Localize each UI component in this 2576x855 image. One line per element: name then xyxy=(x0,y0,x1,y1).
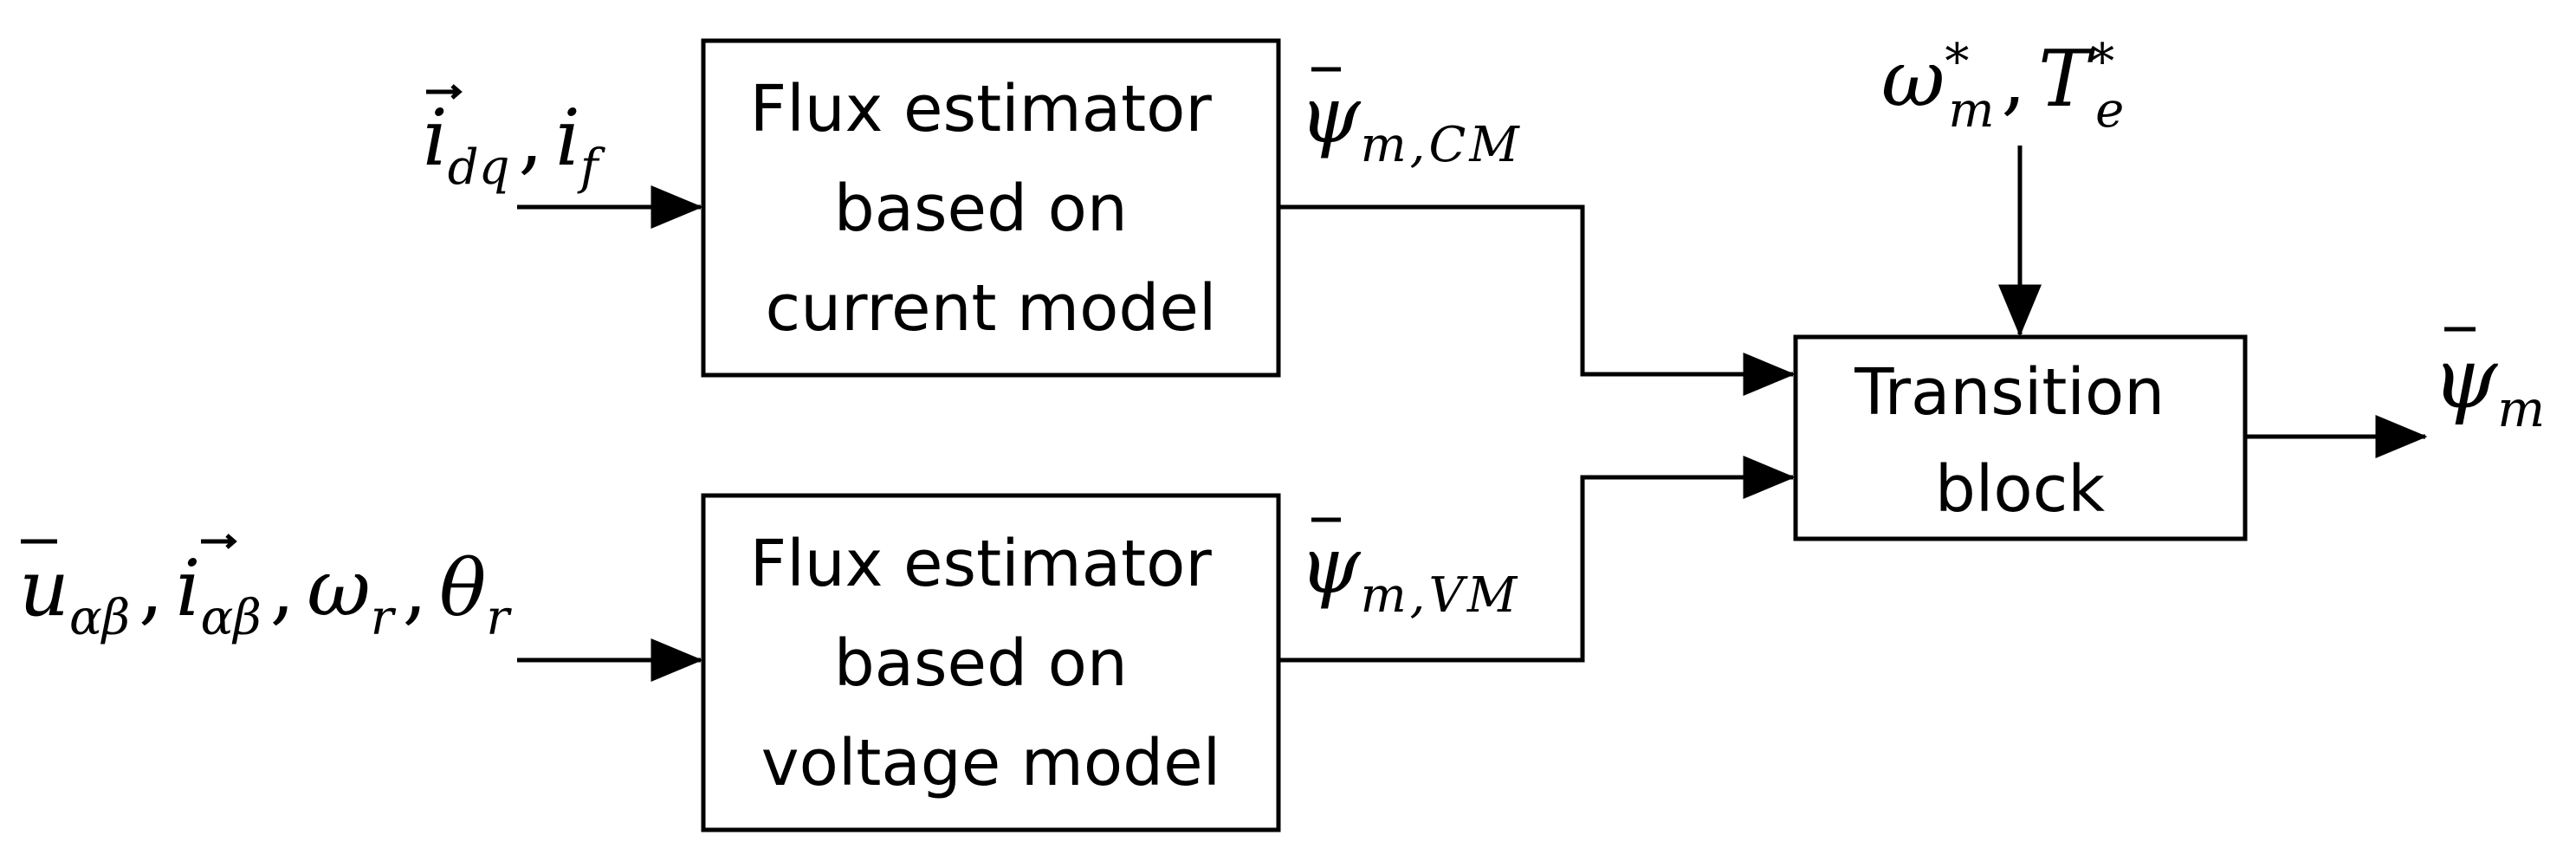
svg-text:Transition block: Transition block xyxy=(1854,355,2184,527)
block-current-model-frame xyxy=(701,38,1281,378)
block-current-model-line-1: Flux estimator xyxy=(750,72,1213,146)
block-voltage-model-line-3: voltage model xyxy=(761,726,1220,800)
block-current-model-line-3: current model xyxy=(766,271,1217,346)
psi-cm-symbol: ψ xyxy=(1299,70,1362,161)
svg-text:Flux estimator based on: Flux estimator based on voltage model xyxy=(750,527,1233,800)
input-current-separator: , xyxy=(519,93,544,184)
input-voltage-i-sub: αβ xyxy=(201,590,262,646)
input-current-var2-sub: f xyxy=(577,139,606,196)
svg-text:ψm,VM: ψm,VM xyxy=(1299,521,1520,624)
label-output-psi: ψm xyxy=(2432,327,2545,438)
reference-separator: , xyxy=(2002,34,2027,125)
input-current-var2: i xyxy=(555,93,580,184)
block-voltage-model: Flux estimator based on voltage model xyxy=(701,493,1281,832)
label-references: ω*m,T*e xyxy=(1881,34,2124,139)
reference-torque-sub: e xyxy=(2095,82,2124,139)
reference-omega: ω xyxy=(1881,34,1945,125)
input-voltage-u: u xyxy=(19,543,69,634)
input-voltage-sep-3: , xyxy=(403,543,428,634)
block-transition-frame xyxy=(1793,334,2248,541)
svg-text:ψm: ψm xyxy=(2432,330,2545,438)
svg-text:idq,if: idq,if xyxy=(423,93,606,196)
input-voltage-theta: θ xyxy=(439,543,486,634)
arrow-psi-vm xyxy=(1278,456,1796,663)
reference-torque-sup: * xyxy=(2090,34,2114,90)
block-voltage-model-frame xyxy=(701,493,1281,832)
input-voltage-theta-sub: r xyxy=(486,590,512,646)
connections xyxy=(517,146,2428,682)
reference-omega-sub: m xyxy=(1948,82,1994,139)
label-input-current: idq,if xyxy=(423,84,606,196)
input-current-var1: i xyxy=(423,93,448,184)
svg-text:uαβ,iαβ,ωr,θr: uαβ,iαβ,ωr,θr xyxy=(19,543,512,646)
block-transition-line-1: Transition xyxy=(1854,355,2165,430)
label-input-voltage: uαβ,iαβ,ωr,θr xyxy=(19,534,512,646)
input-voltage-sep-2: , xyxy=(270,543,295,634)
block-transition-line-2: block xyxy=(1935,452,2105,527)
output-psi-subscript: m xyxy=(2497,379,2545,438)
psi-cm-subscript: m,CM xyxy=(1361,117,1523,173)
input-current-var1-sub: dq xyxy=(448,139,510,196)
reference-torque: T xyxy=(2038,34,2095,125)
input-current-vector-mark xyxy=(426,84,463,100)
label-psi-cm: ψm,CM xyxy=(1299,67,1523,173)
input-voltage-omega-sub: r xyxy=(371,590,397,646)
block-transition: Transition block xyxy=(1793,334,2248,541)
reference-omega-sup: * xyxy=(1945,34,1969,90)
label-psi-vm: ψm,VM xyxy=(1299,517,1520,624)
input-voltage-sep-1: , xyxy=(139,543,164,634)
block-voltage-model-line-2: based on xyxy=(834,626,1128,701)
psi-vm-subscript: m,VM xyxy=(1361,567,1521,624)
input-voltage-i-vector-mark xyxy=(201,534,237,549)
block-current-model-line-2: based on xyxy=(834,172,1128,246)
input-voltage-omega: ω xyxy=(307,543,370,634)
input-voltage-u-sub: αβ xyxy=(69,590,130,646)
block-current-model: Flux estimator based on current model xyxy=(701,38,1281,378)
svg-text:Flux estimator based on: Flux estimator based on current model xyxy=(750,72,1233,346)
arrow-psi-cm xyxy=(1278,204,1796,396)
input-voltage-i: i xyxy=(176,543,201,634)
svg-text:ω*m,T*e: ω*m,T*e xyxy=(1881,34,2124,139)
block-voltage-model-line-1: Flux estimator xyxy=(750,527,1213,601)
psi-vm-symbol: ψ xyxy=(1299,521,1362,612)
svg-text:ψm,CM: ψm,CM xyxy=(1299,70,1523,173)
output-psi-symbol: ψ xyxy=(2432,330,2499,427)
